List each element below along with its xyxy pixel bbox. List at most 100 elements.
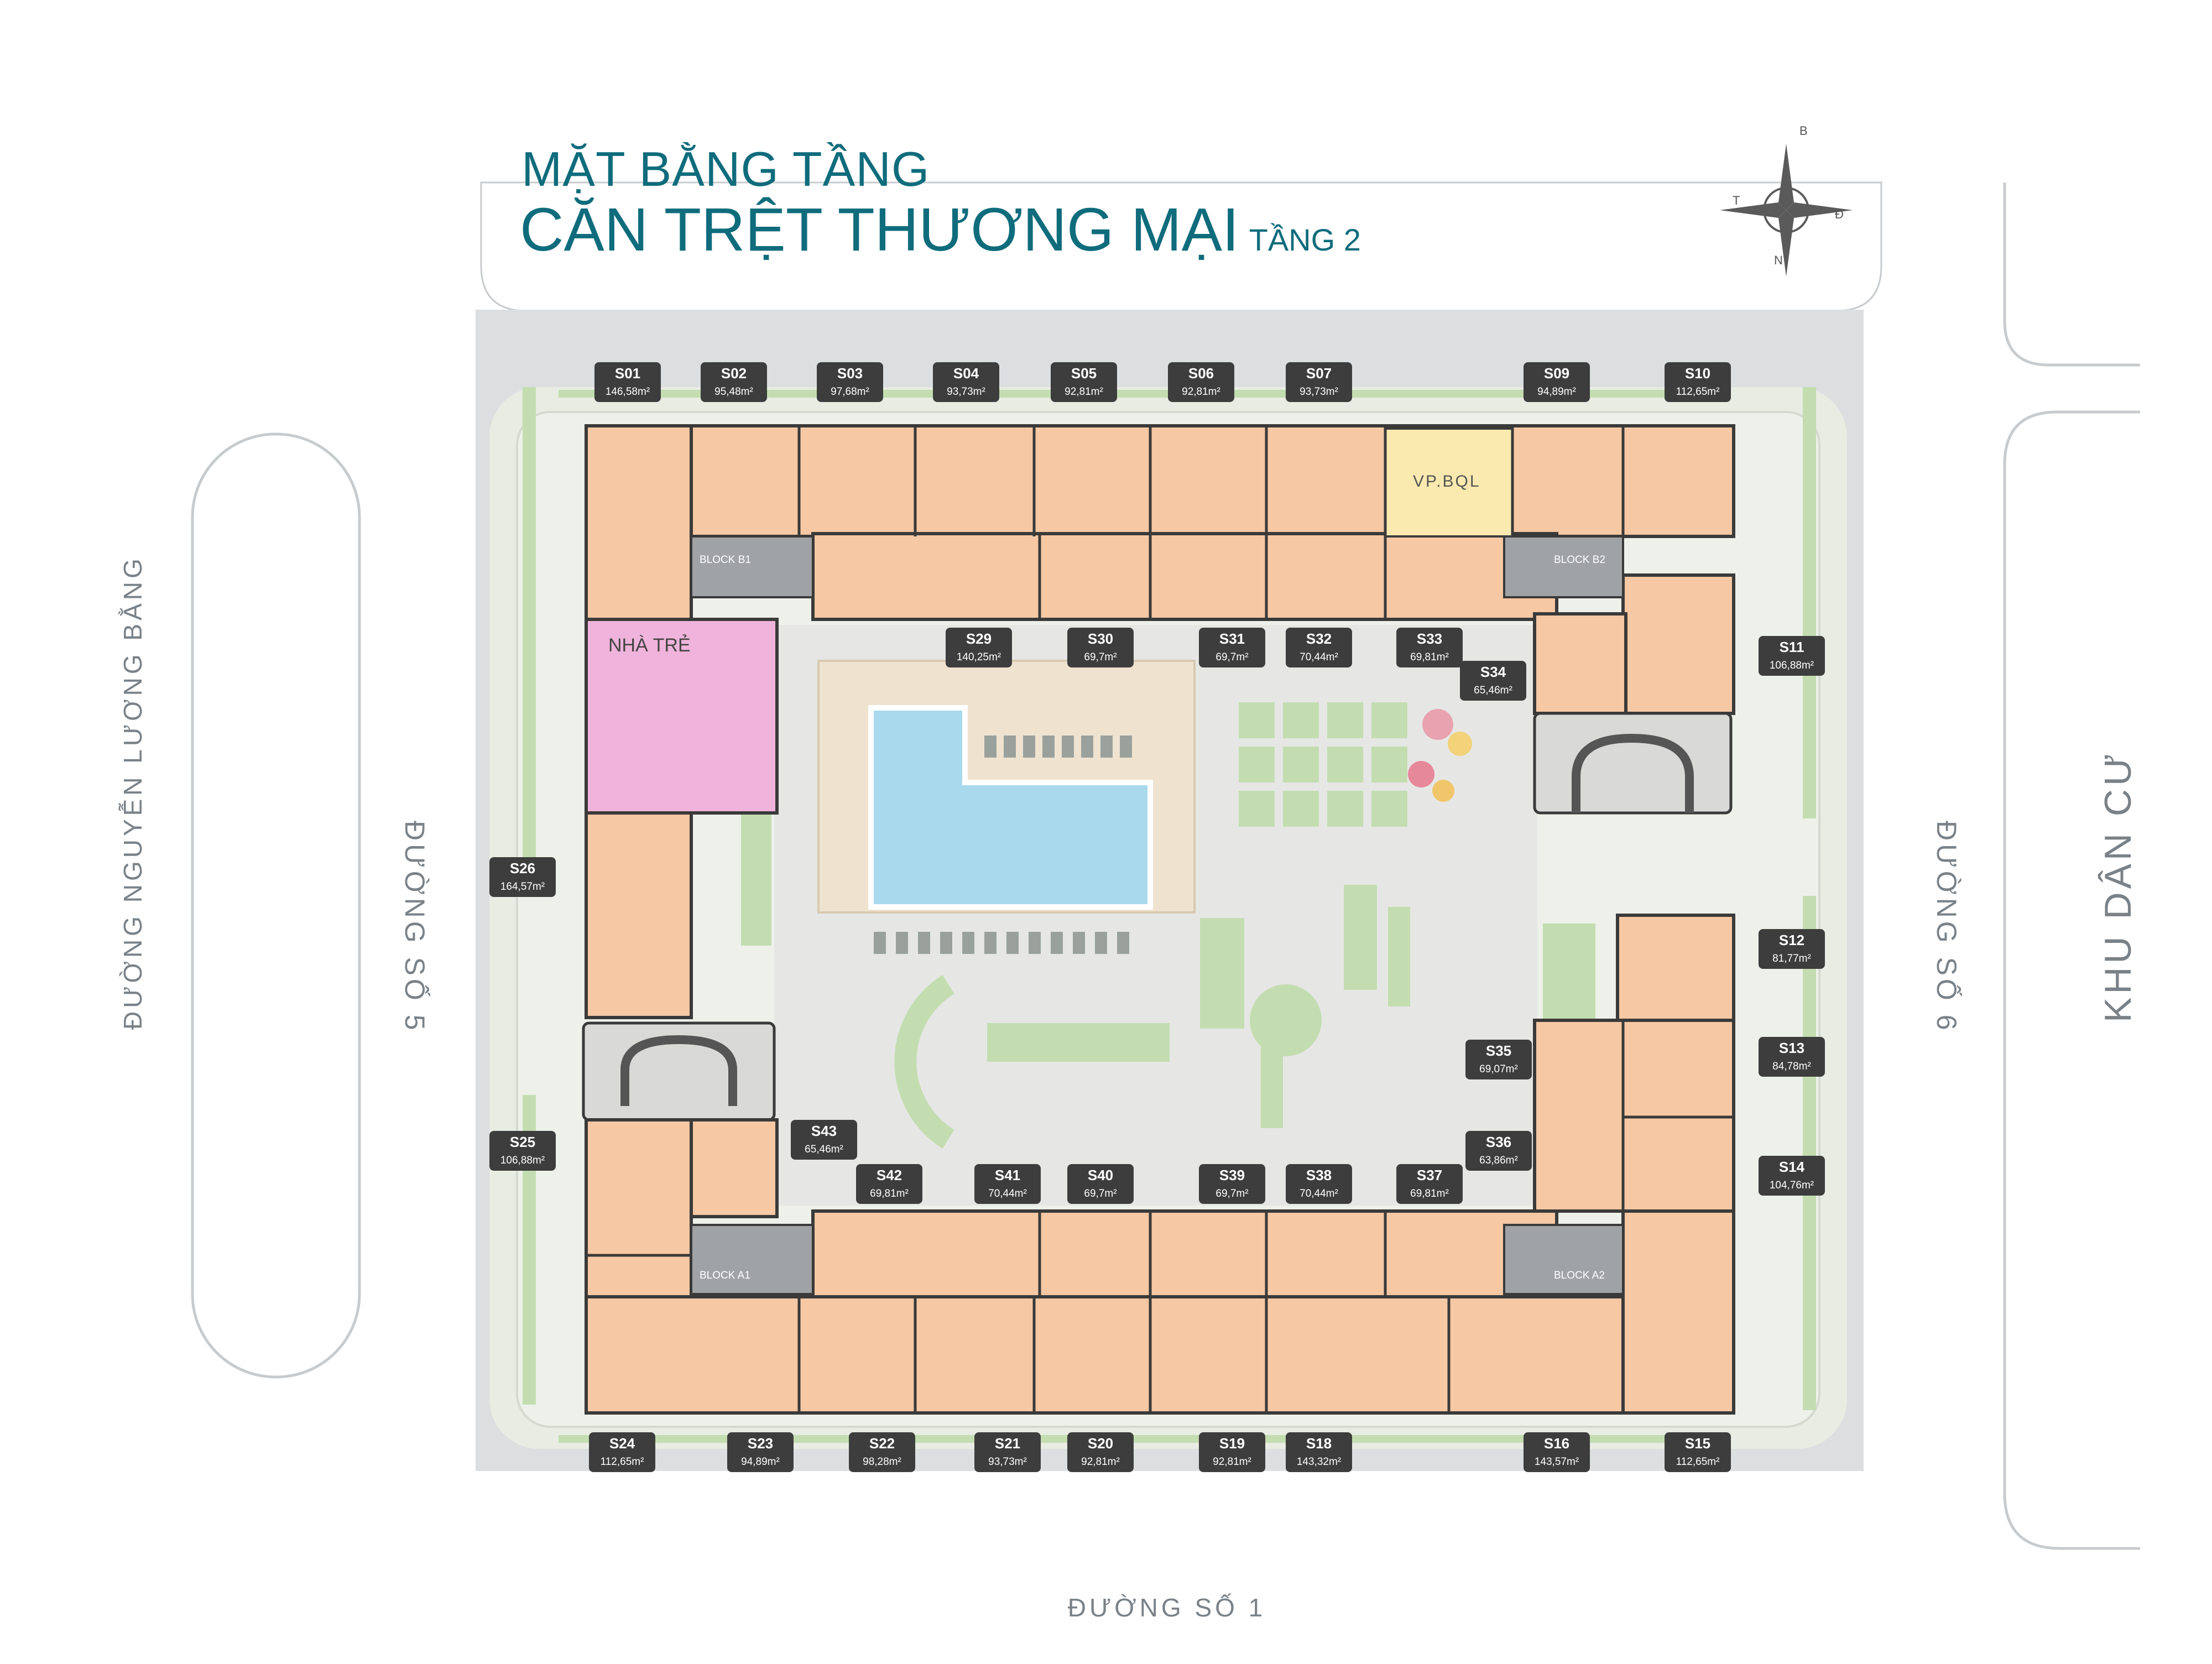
unit-code: S25: [510, 1134, 535, 1150]
unit-code: S38: [1306, 1167, 1332, 1183]
unit-label-bg: [1168, 362, 1234, 402]
unit-label-bg: [1067, 1432, 1134, 1472]
unit-label-bg: [1665, 1432, 1731, 1472]
street-left-outer: ĐƯỜNG NGUYỄN LƯƠNG BẰNG: [118, 555, 147, 1030]
unit-code: S09: [1544, 365, 1569, 382]
unit-label-s25[interactable]: S25 106,88m²: [489, 1131, 556, 1171]
unit-area: 92,81m²: [1213, 1456, 1251, 1468]
unit-code: S01: [615, 365, 640, 382]
unit-area: 92,81m²: [1065, 386, 1103, 398]
unit-area: 81,77m²: [1772, 953, 1811, 964]
unit-area: 93,73m²: [1300, 386, 1338, 398]
unit-area: 65,46m²: [805, 1144, 843, 1155]
unit-area: 112,65m²: [1676, 1456, 1720, 1468]
unit-area: 104,76m²: [1770, 1180, 1814, 1191]
unit-label-bg: [1396, 628, 1463, 667]
unit-label-bg: [1199, 1164, 1265, 1204]
unit-label-bg: [489, 857, 556, 897]
unit-label-bg: [589, 1432, 655, 1472]
office-area: [1384, 427, 1514, 538]
unit-area: 84,78m²: [1772, 1061, 1811, 1072]
unit-code: S05: [1071, 365, 1097, 382]
unit-code: S16: [1544, 1435, 1569, 1452]
unit-label-bg: [1286, 1164, 1352, 1204]
unit-code: S24: [609, 1435, 635, 1452]
unit-code: S18: [1306, 1435, 1332, 1452]
title-suffix: TẦNG 2: [1249, 222, 1361, 257]
unit-label-s05[interactable]: S05 92,81m²: [1051, 362, 1117, 402]
unit-code: S07: [1306, 365, 1332, 382]
title-main: CĂN TRỆT THƯƠNG MẠI: [520, 196, 1239, 264]
unit-label-bg: [489, 1131, 556, 1171]
unit-code: S04: [953, 365, 979, 382]
unit-label-s09[interactable]: S09 94,89m²: [1524, 362, 1590, 402]
ramp-right: [1533, 712, 1733, 815]
unit-area: 94,89m²: [1537, 386, 1576, 398]
compass-north-label: N: [1774, 253, 1783, 267]
unit-labels: S01146,58m²S0295,48m²S0397,68m²S0493,73m…: [489, 362, 1825, 1472]
lawn-grid: [1239, 702, 1407, 827]
unit-label-bg: [1665, 362, 1731, 402]
unit-label-bg: [791, 1120, 857, 1160]
street-left-inner: ĐƯỜNG SỐ 5: [399, 821, 430, 1034]
unit-area: 69,81m²: [1410, 651, 1449, 663]
unit-label-bg: [1199, 1432, 1265, 1472]
plaza-circle: [1250, 984, 1322, 1056]
unit-area: 92,81m²: [1182, 386, 1220, 398]
unit-area: 140,25m²: [957, 651, 1001, 663]
wing-top-inner: [811, 532, 1558, 621]
unit-area: 69,07m²: [1479, 1063, 1518, 1075]
unit-code: S30: [1088, 630, 1113, 647]
unit-block-s34: [1533, 612, 1627, 715]
wing-top-outer: [585, 424, 1735, 538]
unit-area: 106,88m²: [1770, 660, 1814, 671]
unit-area: 164,57m²: [500, 881, 545, 893]
unit-label-s07[interactable]: S07 93,73m²: [1286, 362, 1352, 402]
unit-label-bg: [1465, 1131, 1532, 1171]
unit-area: 69,81m²: [870, 1188, 909, 1199]
unit-code: S39: [1219, 1167, 1245, 1183]
unit-code: S41: [995, 1167, 1020, 1183]
unit-label-bg: [856, 1164, 922, 1204]
unit-block-s43: [690, 1118, 779, 1218]
unit-code: S11: [1780, 639, 1804, 655]
unit-label-s11[interactable]: S11 106,88m²: [1759, 636, 1825, 676]
unit-area: 106,88m²: [500, 1155, 545, 1166]
unit-label-bg: [1524, 362, 1590, 402]
